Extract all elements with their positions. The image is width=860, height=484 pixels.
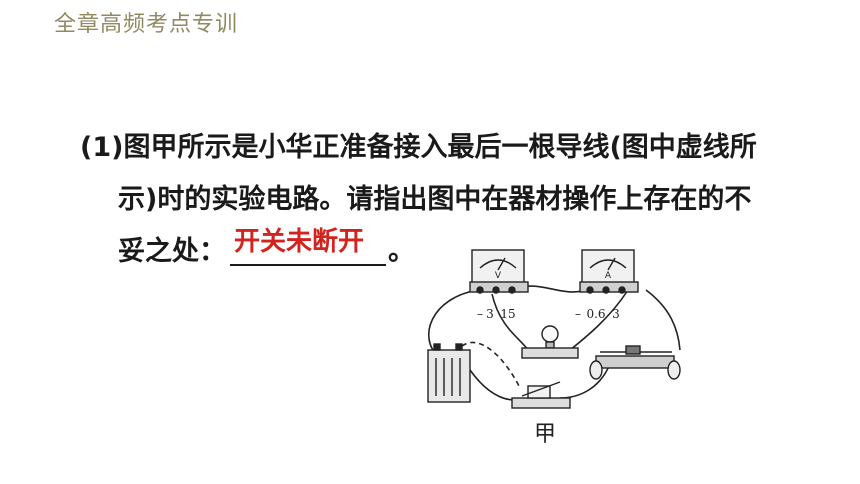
ammeter-terminal: – — [575, 307, 581, 321]
wire — [491, 293, 529, 351]
figure-label: 甲 — [534, 422, 557, 447]
bulb — [521, 325, 579, 359]
switch — [511, 381, 571, 409]
ammeter — [579, 249, 639, 294]
dashed-wire — [461, 341, 521, 389]
voltmeter-symbol: V — [495, 271, 502, 281]
answer-blank: 开关未断开 — [230, 227, 386, 266]
battery — [427, 343, 471, 403]
ammeter-symbol: A — [605, 271, 612, 281]
question-prefix: 妥之处： — [118, 236, 226, 267]
wire — [469, 369, 523, 401]
question-suffix: 。 — [388, 236, 415, 267]
voltmeter-terminal: 15 — [500, 307, 515, 321]
wire — [645, 289, 681, 351]
rheostat — [589, 345, 681, 380]
question-line-2: 示)时的实验电路。请指出图中在器材操作上存在的不 — [118, 184, 752, 215]
ammeter-terminal: 3 — [612, 307, 620, 321]
answer-text: 开关未断开 — [234, 227, 365, 257]
voltmeter-terminal: – — [477, 307, 483, 321]
circuit-diagram: V – 3 15 A – 0.6 3 — [427, 249, 681, 409]
voltmeter-terminal: 3 — [486, 307, 494, 321]
voltmeter — [469, 249, 529, 294]
question-block: (1)图甲所示是小华正准备接入最后一根导线(图中虚线所 示)时的实验电路。请指出… — [80, 122, 820, 278]
header-title: 全章高频考点专训 — [54, 12, 239, 37]
question-line-3: 妥之处： 开关未断开。 — [80, 226, 820, 278]
question-line-1: (1)图甲所示是小华正准备接入最后一根导线(图中虚线所 — [80, 132, 757, 163]
wire — [569, 289, 629, 351]
ammeter-terminal: 0.6 — [586, 307, 605, 321]
